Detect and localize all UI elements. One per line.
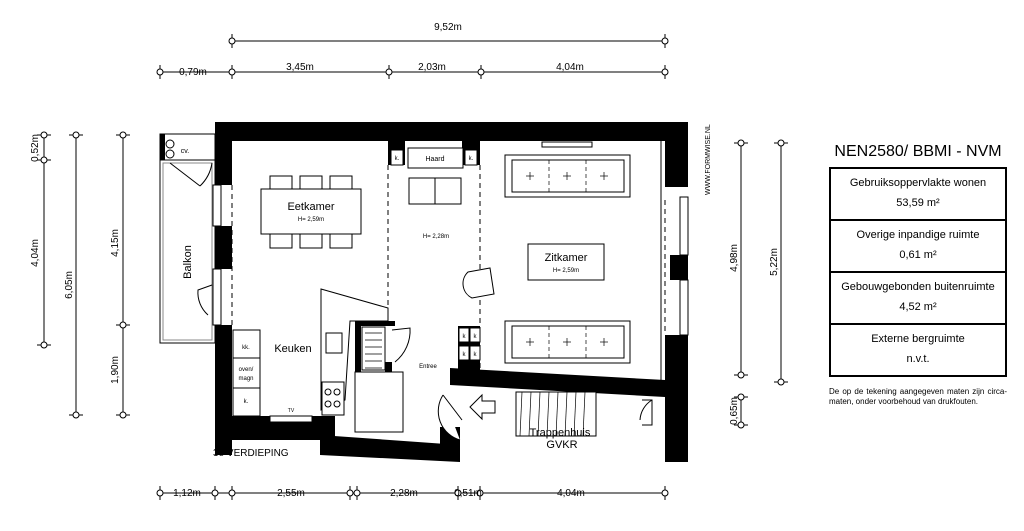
dimension-tick [228,68,236,76]
dim-left-3: 6,05m [64,271,75,299]
dimension-tick [40,156,48,164]
area-value: 53,59 m² [896,197,940,209]
label-entree: Entree [419,364,437,370]
dim-left-1: 0,52m [30,134,41,162]
dimension-tick [156,489,164,497]
kast-box [469,345,481,361]
area-table: Gebruiksoppervlakte wonen 53,59 m² Overig… [829,167,1007,377]
label-kast: k. [395,156,400,162]
dimension-tick [737,139,745,147]
dimension-tick [40,131,48,139]
area-panel: NEN2580/ BBMI - NVM Gebruiksoppervlakte … [829,143,1007,407]
area-value: 4,52 m² [899,301,937,313]
dimension-tick [476,489,484,497]
dimension-tick [211,489,219,497]
dimension-tick [661,68,669,76]
dimension-tick [40,341,48,349]
label-koelkast: kk. [242,345,250,351]
label-kast: k. [469,156,474,162]
dimension-tick [228,489,236,497]
dim-top-total: 9,52m [434,22,462,33]
panel-title: NEN2580/ BBMI - NVM [834,143,1002,160]
label-kast: k. [244,399,249,405]
area-label: Gebruiksoppervlakte wonen [849,177,987,189]
dimension-tick [385,68,393,76]
area-label: Externe bergruimte [871,333,965,345]
furniture [231,141,666,441]
floor-label: 3e VERDIEPING [213,448,289,459]
dim-right-1: 4,98m [729,244,740,272]
dimension-tick [119,411,127,419]
dimension-tick [777,378,785,386]
dim-left-4: 4,15m [110,229,121,257]
dim-top-3: 2,03m [418,62,446,73]
balcony [159,133,216,344]
label-keuken: Keuken [274,343,311,355]
dimension-tick [477,68,485,76]
dimension-tick [119,321,127,329]
dimension-tick [737,371,745,379]
label-trappenhuis: Trappenhuis [530,427,591,439]
dimension-tick [737,393,745,401]
dimension-tick [737,421,745,429]
dimension-tick [346,489,354,497]
area-row: Gebouwgebonden buitenruimte 4,52 m² [831,271,1005,323]
dimension-tick [156,68,164,76]
label-tv: TV [288,408,295,414]
dimension-tick [353,489,361,497]
kast-box [458,327,470,343]
dim-bottom-3: 2,28m [390,488,418,499]
dimension-tick [777,139,785,147]
label-eetkamer-height: H= 2,59m [298,217,324,223]
dim-top-2: 3,45m [286,62,314,73]
dim-top-1: 0,79m [179,67,207,78]
dim-right-3: 5,22m [769,248,780,276]
label-kast: k [463,352,467,358]
kast-box [458,345,470,361]
label-kast: k [474,334,478,340]
dim-left-5: 1,90m [110,356,121,384]
dimension-tick [661,489,669,497]
label-oven: oven/ [239,367,254,373]
label-haard: Haard [425,156,444,163]
area-value: 0,61 m² [899,249,937,261]
dimension-tick [119,131,127,139]
watermark: WWW.FORMWISE.NL [705,124,712,195]
windows [212,141,689,336]
area-label: Overige inpandige ruimte [856,229,980,241]
area-row: Gebruiksoppervlakte wonen 53,59 m² [831,169,1005,219]
label-middle-height: H= 2,28m [423,234,449,240]
kast-box [469,327,481,343]
dimension-tick [454,489,462,497]
label-cv: cv. [181,148,189,155]
dim-bottom-2: 2,55m [277,488,305,499]
label-gvkr: GVKR [546,439,577,451]
label-kast: k [463,334,467,340]
dimension-tick [72,131,80,139]
area-label: Gebouwgebonden buitenruimte [841,281,995,293]
disclaimer-note: De op de tekening aangegeven maten zijn … [829,387,1007,406]
dim-right-2: 0,65m [729,397,740,425]
label-balkon: Balkon [182,245,194,279]
dim-bottom-1: 1,12m [173,488,201,499]
dimension-tick [72,411,80,419]
label-zitkamer-height: H= 2,59m [553,268,579,274]
area-value: n.v.t. [906,353,930,365]
area-row: Overige inpandige ruimte 0,61 m² [831,219,1005,271]
walls [215,122,688,462]
area-row: Externe bergruimte n.v.t. [831,323,1005,375]
dim-top-4: 4,04m [556,62,584,73]
label-zitkamer: Zitkamer [545,252,588,264]
dim-bottom-5: 4,04m [557,488,585,499]
dim-bottom-4: 0,51m [454,488,482,499]
label-eetkamer: Eetkamer [287,201,334,213]
dim-left-2: 4,04m [30,239,41,267]
label-kast: k [474,352,478,358]
dimension-lines [37,34,788,500]
label-magnetron: magn [238,376,253,382]
